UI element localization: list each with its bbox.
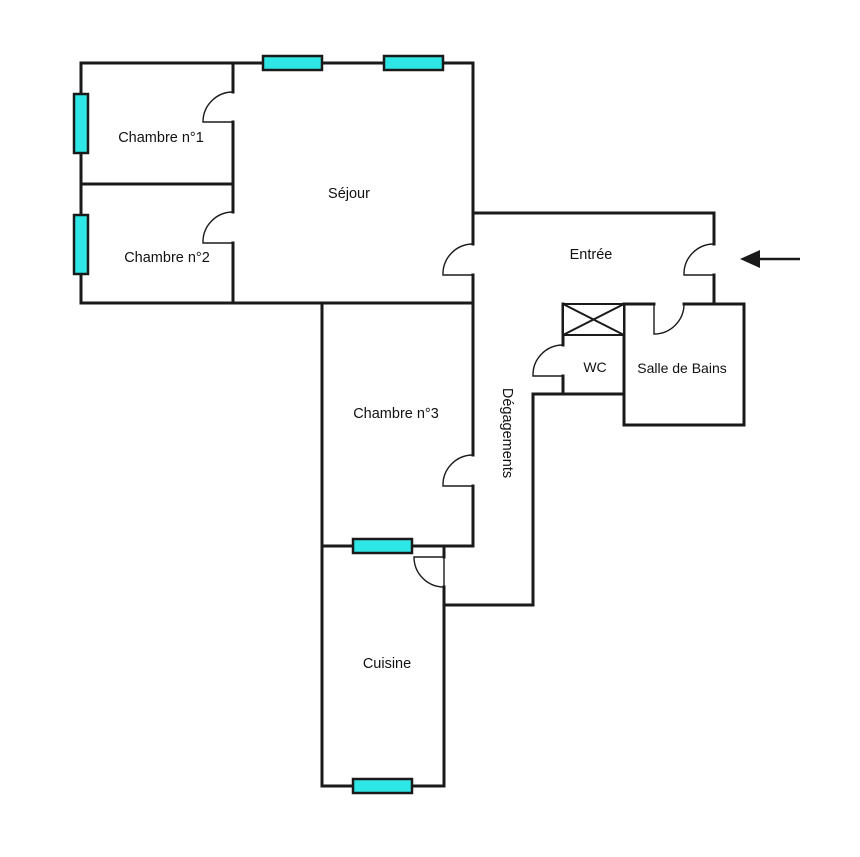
door-swing-icon xyxy=(202,91,234,123)
door-swing-icon xyxy=(683,243,715,276)
room-label-salle-de-bains: Salle de Bains xyxy=(637,360,727,376)
window-icon xyxy=(351,777,414,795)
room-label-chambre3: Chambre n°3 xyxy=(353,406,439,422)
room-label-sejour: Séjour xyxy=(328,186,370,202)
ventilation-duct-icon xyxy=(562,303,625,336)
door-swing-icon xyxy=(442,243,474,276)
door-swing-icon xyxy=(653,303,685,335)
room-label-chambre2: Chambre n°2 xyxy=(124,250,210,266)
window-icon xyxy=(382,54,445,72)
door-swing-icon xyxy=(202,211,234,244)
window-icon xyxy=(72,213,90,276)
room-label-wc: WC xyxy=(583,359,606,375)
room-label-cuisine: Cuisine xyxy=(363,656,411,672)
room-label-degagements: Dégagements xyxy=(499,388,515,478)
arrow-left-icon xyxy=(740,250,800,268)
room-labels: Chambre n°1 Chambre n°2 Séjour Entrée WC… xyxy=(118,130,727,672)
door-swing-icon xyxy=(413,556,445,588)
door-swing-icon xyxy=(442,454,474,487)
door-swing-icon xyxy=(532,344,564,377)
window-icon xyxy=(351,537,414,555)
room-label-chambre1: Chambre n°1 xyxy=(118,130,204,146)
doors xyxy=(202,91,715,588)
window-icon xyxy=(261,54,324,72)
windows xyxy=(72,54,445,795)
walls xyxy=(79,61,746,788)
window-icon xyxy=(72,92,90,155)
room-label-entree: Entrée xyxy=(570,247,613,263)
